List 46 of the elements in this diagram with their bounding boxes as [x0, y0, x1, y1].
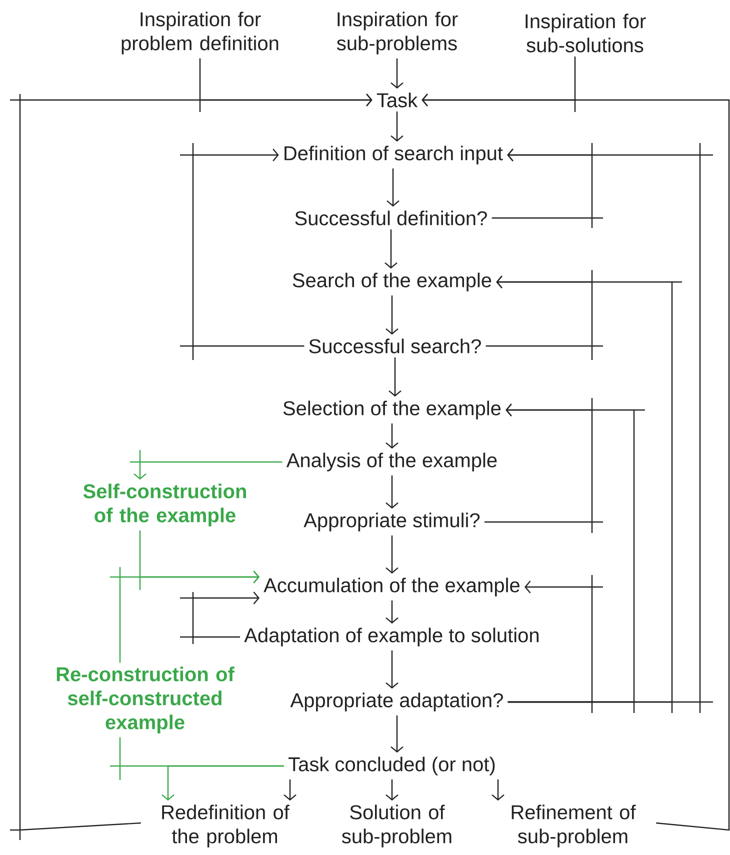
arrow	[496, 276, 673, 703]
arrow	[390, 58, 404, 89]
outcome-label: Solution of sub-problem	[342, 804, 452, 848]
outcome-label: Refinement of sub-problem	[512, 804, 636, 848]
input-label: Inspiration for sub-solutions	[526, 14, 646, 52]
arrow	[384, 229, 398, 269]
arrow	[119, 570, 260, 663]
step-label: Successful search?	[309, 338, 481, 354]
step-label: Search of the example	[292, 272, 492, 292]
arrow	[507, 148, 701, 703]
input-label: Inspiration for problem definition	[122, 12, 278, 54]
input-label: Inspiration for sub-problems	[336, 12, 458, 54]
arrow	[386, 650, 398, 689]
step-label: Definition of search input	[284, 146, 503, 164]
arrow	[422, 94, 730, 831]
arrow	[388, 357, 402, 397]
arrow	[192, 148, 304, 347]
arrow	[386, 295, 398, 335]
arrow	[134, 461, 282, 480]
step-label: Task	[376, 92, 418, 108]
arrow	[386, 600, 398, 624]
arrow	[284, 779, 296, 801]
arrow	[508, 580, 593, 703]
step-label: Analysis of the example	[286, 452, 497, 472]
step-label: Re-construction of self-constructed example	[56, 666, 234, 734]
arrow	[386, 423, 398, 449]
step-label: Accumulation of the example	[264, 578, 520, 596]
arrow	[506, 404, 635, 703]
step-label: Successful definition?	[295, 210, 487, 226]
arrow	[386, 168, 400, 207]
arrow	[390, 715, 404, 753]
step-label: Self-construction of the example	[83, 484, 246, 526]
arrow	[492, 779, 504, 801]
arrow	[386, 535, 398, 574]
step-label: Appropriate adaptation?	[290, 692, 503, 712]
arrow	[386, 779, 398, 801]
arrow	[162, 765, 284, 801]
arrow	[19, 94, 372, 831]
step-label: Task concluded (or not)	[288, 756, 495, 776]
step-label: Selection of the example	[283, 400, 501, 420]
arrow	[390, 111, 404, 142]
step-label: Appropriate stimuli?	[304, 512, 480, 532]
arrow	[192, 592, 260, 638]
step-label: Adaptation of example to solution	[244, 628, 539, 646]
arrow	[386, 475, 398, 509]
outcome-label: Redefinition of the problem	[162, 804, 290, 848]
